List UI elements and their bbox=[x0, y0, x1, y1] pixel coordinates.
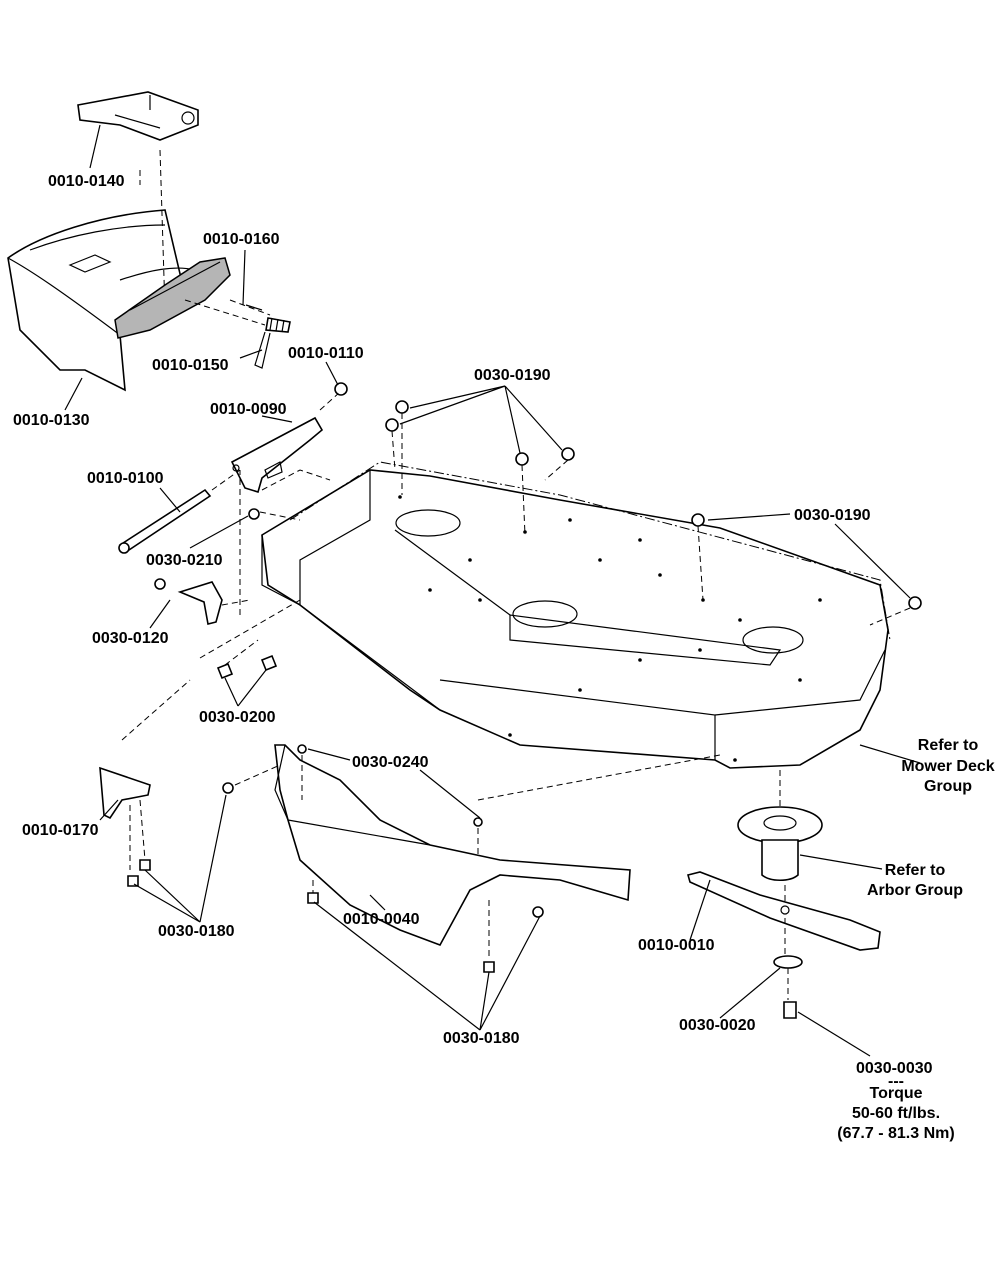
note-mower-deck-line2: Mower Deck bbox=[901, 758, 994, 775]
note-torque-line1: Torque bbox=[869, 1085, 922, 1102]
label-0030-0180-bottom: 0030-0180 bbox=[443, 1030, 520, 1047]
note-arbor: Refer to Arbor Group bbox=[867, 862, 963, 899]
note-arbor-line1: Refer to bbox=[885, 862, 946, 879]
torsion-spring bbox=[184, 299, 291, 369]
small-bracket bbox=[154, 470, 251, 625]
label-0010-0010: 0010-0010 bbox=[638, 937, 715, 954]
note-torque-line3: (67.7 - 81.3 Nm) bbox=[837, 1125, 954, 1142]
label-0030-0020: 0030-0020 bbox=[679, 1017, 756, 1034]
bolts-left bbox=[127, 764, 281, 887]
bolts-right bbox=[307, 880, 544, 973]
mounting-bracket bbox=[230, 391, 341, 494]
label-0030-0030: 0030-0030 bbox=[856, 1060, 933, 1077]
label-0010-0100: 0010-0100 bbox=[87, 470, 164, 487]
discharge-chute bbox=[7, 209, 196, 392]
label-0010-0130: 0010-0130 bbox=[13, 412, 90, 429]
label-0030-0240: 0030-0240 bbox=[352, 754, 429, 771]
arbor-assembly bbox=[737, 770, 823, 882]
deflector-bracket bbox=[99, 679, 191, 870]
hinge-pin bbox=[229, 299, 271, 316]
rear-baffle bbox=[274, 744, 721, 946]
deck-nuts bbox=[385, 400, 922, 626]
label-0030-0120: 0030-0120 bbox=[92, 630, 169, 647]
label-0030-0210: 0030-0210 bbox=[146, 552, 223, 569]
label-0030-0200: 0030-0200 bbox=[199, 709, 276, 726]
blade-bolt bbox=[783, 1001, 797, 1019]
locknut bbox=[248, 508, 301, 521]
label-0030-0190-right: 0030-0190 bbox=[794, 507, 871, 524]
note-torque: --- Torque 50-60 ft/lbs. (67.7 - 81.3 Nm… bbox=[837, 1073, 954, 1142]
label-0010-0090: 0010-0090 bbox=[210, 401, 287, 418]
label-0010-0110: 0010-0110 bbox=[288, 345, 364, 362]
chute-hinge-bracket bbox=[77, 91, 199, 311]
note-arbor-line2: Arbor Group bbox=[867, 882, 963, 899]
blade-washer bbox=[773, 955, 803, 1000]
note-mower-deck: Refer to Mower Deck Group bbox=[901, 737, 994, 795]
note-mower-deck-line1: Refer to bbox=[918, 737, 979, 754]
note-mower-deck-line3: Group bbox=[924, 778, 972, 795]
label-0030-0190-top: 0030-0190 bbox=[474, 367, 551, 384]
leader-lines bbox=[64, 124, 921, 1057]
hex-nut bbox=[334, 382, 348, 396]
label-0030-0180-left: 0030-0180 bbox=[158, 923, 235, 940]
note-torque-line2: 50-60 ft/lbs. bbox=[852, 1105, 940, 1122]
note-torque-separator: --- bbox=[888, 1073, 904, 1090]
part-labels: 0010-0140 0010-0160 0010-0150 0010-0110 … bbox=[13, 173, 933, 1077]
label-0010-0160: 0010-0160 bbox=[203, 231, 280, 248]
label-0010-0150: 0010-0150 bbox=[152, 357, 229, 374]
label-0010-0040: 0010-0040 bbox=[343, 911, 420, 928]
hinge-assembly bbox=[114, 257, 231, 339]
label-0010-0140: 0010-0140 bbox=[48, 173, 125, 190]
mower-deck bbox=[261, 461, 891, 769]
mower-blade bbox=[687, 871, 881, 958]
carriage-bolts bbox=[199, 599, 301, 680]
label-0010-0170: 0010-0170 bbox=[22, 822, 99, 839]
